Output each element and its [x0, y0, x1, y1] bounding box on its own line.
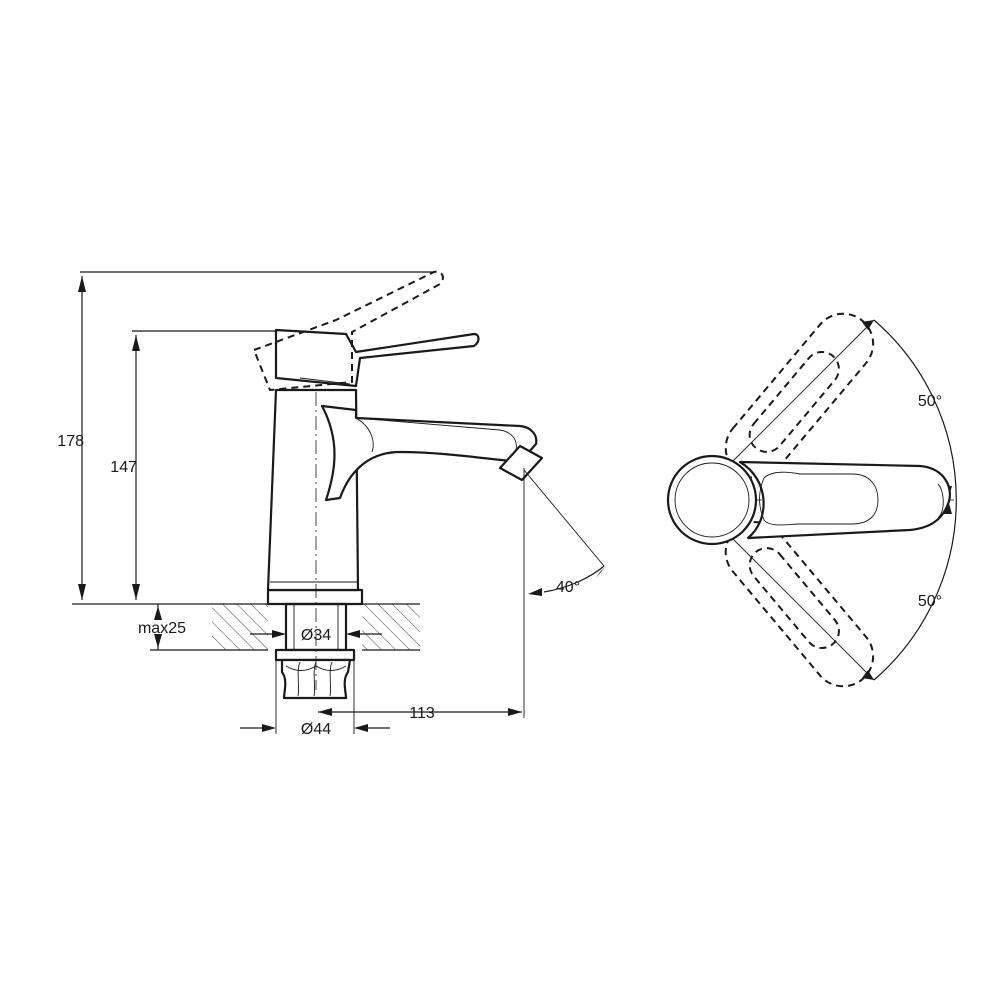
dimension-label-outer-diameter: Ø44 — [301, 721, 331, 738]
side-view: 178 147 max25 Ø34 — [57, 270, 606, 738]
mounting-shank — [266, 588, 364, 662]
fixing-nut — [280, 658, 352, 700]
handle-center-position — [738, 460, 951, 540]
dimension-label-spout-reach: 113 — [409, 705, 435, 722]
aerator — [498, 444, 544, 482]
top-view: 50° 50° — [666, 312, 957, 688]
handle-closed-position — [274, 328, 480, 388]
dimension-body-height — [132, 330, 276, 600]
dimension-label-inner-diameter: Ø34 — [301, 627, 331, 644]
countertop-section — [212, 603, 420, 651]
dimension-label-deck-thickness: max25 — [138, 620, 186, 637]
dimension-label-body-height: 147 — [110, 459, 137, 476]
dimension-overall-height — [72, 271, 436, 605]
dimension-spout-reach — [318, 468, 525, 718]
spout — [320, 404, 544, 502]
dimension-inner-diameter — [250, 630, 382, 638]
dimension-label-overall-height: 178 — [57, 433, 84, 450]
handle-rotated-lower — [724, 521, 875, 688]
faucet-body-top — [666, 454, 758, 546]
angle-label-lower: 50° — [918, 593, 942, 610]
dimension-spout-angle — [523, 469, 606, 596]
dimension-label-spout-angle: 40° — [556, 579, 580, 596]
dimension-deck-thickness — [150, 604, 212, 651]
angle-label-upper: 50° — [918, 393, 942, 410]
dimension-outer-diameter — [240, 660, 390, 734]
